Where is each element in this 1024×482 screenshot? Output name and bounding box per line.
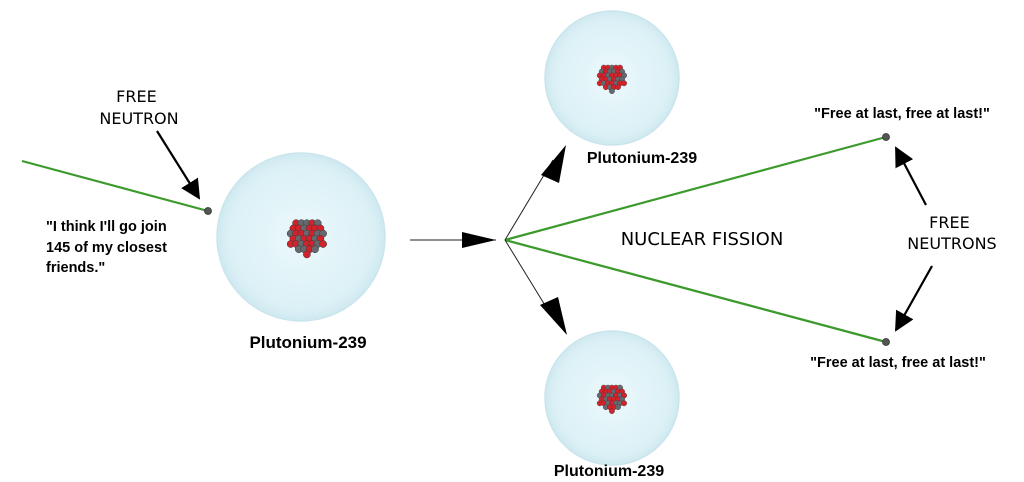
proton-particle [319,240,327,248]
split-arrow-bottom-head [540,297,567,335]
split-arrow-top-head [541,145,566,183]
atom-top-label: Plutonium-239 [587,150,697,167]
atom-bottom [544,330,680,466]
pointer-arrow-free-neutrons-bottom [895,265,933,332]
quote-bottom: "Free at last, free at last!" [810,355,986,371]
pointer-arrow-free-neutrons-top [895,146,927,206]
atom-main-label: Plutonium-239 [249,333,366,352]
neutron-dot-icon [882,133,890,141]
proton-particle [609,408,615,414]
process-arrow-head [462,232,496,248]
free-neutrons-label: FREE NEUTRONS [907,213,996,253]
outgoing-neutron-path-top [504,135,887,242]
atom-top [544,10,680,146]
nucleus-icon [596,64,627,94]
nuclear-fission-label: NUCLEAR FISSION [621,229,784,250]
neutron-particle [615,404,621,411]
nucleus-icon [286,219,327,259]
incoming-neutron-path [21,159,209,213]
neutron-particle [609,88,615,94]
neutron-dot-icon [882,338,890,346]
atom-bottom-label: Plutonium-239 [554,463,664,480]
incoming-neutron-quote: "I think I'll go join 145 of my closest … [46,219,171,276]
free-neutron-label: FREE NEUTRON [99,87,178,128]
proton-particle [303,250,311,259]
outgoing-neutron-path-bottom [504,238,887,344]
proton-particle [615,84,621,91]
pointer-arrow-free-neutron [156,130,201,200]
proton-particle [621,400,627,407]
neutron-particle [311,245,319,254]
neutron-dot-icon [204,207,212,215]
proton-particle [621,80,627,87]
quote-top: "Free at last, free at last!" [814,106,990,122]
atom-main [216,152,386,322]
nucleus-icon [596,384,627,414]
